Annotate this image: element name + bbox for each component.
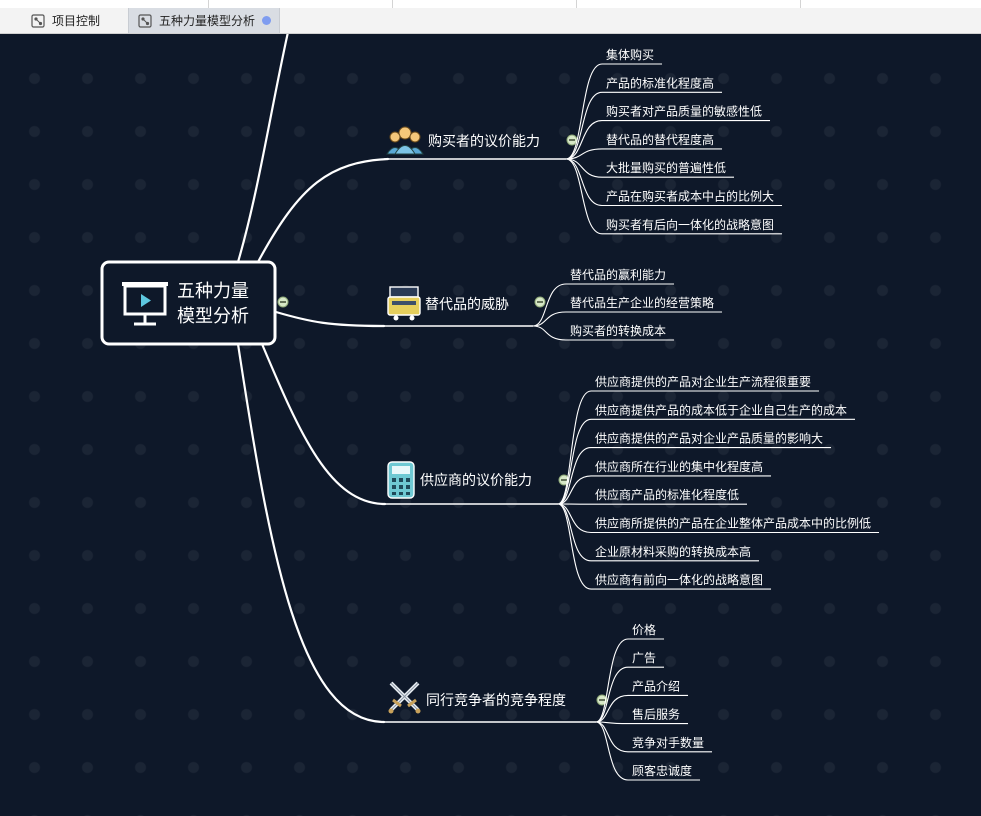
leaf-connector — [532, 311, 567, 327]
leaf-node[interactable]: 产品的标准化程度高 — [606, 75, 714, 90]
leaf-node[interactable]: 竞争对手数量 — [632, 735, 704, 750]
presentation-board-icon — [122, 282, 168, 326]
tab-label: 项目控制 — [52, 14, 101, 28]
calculator-icon — [387, 461, 415, 499]
branch-label: 供应商的议价能力 — [420, 472, 532, 489]
leaf-connector — [557, 390, 592, 505]
people-group-icon — [386, 126, 424, 155]
leaf-node[interactable]: 广告 — [632, 651, 656, 665]
leaf-connector — [532, 325, 567, 341]
leaf-connector — [557, 418, 592, 505]
leaf-connector — [595, 694, 629, 723]
mindmap-doc-icon — [138, 13, 152, 28]
leaf-connector — [565, 63, 603, 160]
leaf-node[interactable]: 替代品的替代程度高 — [606, 132, 714, 147]
branch-label: 替代品的威胁 — [425, 297, 509, 313]
mindmap-doc-icon — [31, 13, 45, 28]
leaf-connector — [595, 721, 629, 781]
branch-label: 购买者的议价能力 — [428, 134, 540, 150]
branch-label: 同行竞争者的竞争程度 — [426, 692, 566, 709]
leaf-node[interactable]: 售后服务 — [632, 707, 680, 722]
leaf-node[interactable]: 企业原材料采购的转换成本高 — [595, 544, 751, 559]
leaf-connector — [595, 638, 629, 723]
leaf-nodes: 集体购买产品的标准化程度高购买者对产品质量的敏感性低替代品的替代程度高大批量购买… — [532, 47, 880, 781]
branch-connectors — [236, 34, 390, 724]
branch-collapse-toggle[interactable] — [566, 134, 578, 146]
root-line2: 模型分析 — [177, 306, 249, 327]
crossed-swords-icon — [388, 681, 421, 714]
leaf-connector — [557, 475, 592, 505]
leaf-node[interactable]: 产品在购买者成本中占的比例大 — [606, 189, 774, 204]
tab-label: 五种力量模型分析 — [159, 14, 256, 28]
leaf-node[interactable]: 替代品生产企业的经营策略 — [570, 295, 714, 310]
leaf-connector — [565, 91, 603, 160]
leaf-connector — [532, 283, 567, 327]
leaf-node[interactable]: 购买者有后向一体化的战略意图 — [606, 217, 774, 232]
leaf-node[interactable]: 购买者对产品质量的敏感性低 — [606, 104, 762, 119]
leaf-connector — [565, 158, 603, 207]
leaf-node[interactable]: 供应商所在行业的集中化程度高 — [595, 459, 763, 474]
leaf-node[interactable]: 价格 — [632, 622, 656, 637]
mindmap-svg: 五种力量 模型分析 购买者的议价能力 — [100, 34, 880, 781]
leaf-connector — [557, 447, 592, 505]
leaf-connector — [557, 503, 592, 590]
leaf-node[interactable]: 替代品的赢利能力 — [570, 267, 666, 282]
tab-bar: 项目控制 五种力量模型分析 — [0, 8, 981, 34]
unsaved-dot-icon — [262, 16, 271, 25]
leaf-node[interactable]: 供应商提供的产品对企业生产流程很重要 — [595, 374, 811, 389]
leaf-node[interactable]: 供应商提供产品的成本低于企业自己生产的成本 — [595, 402, 847, 417]
branch-node-buyers[interactable]: 购买者的议价能力 — [386, 126, 540, 155]
leaf-node[interactable]: 集体购买 — [606, 47, 654, 62]
tab-five-forces[interactable]: 五种力量模型分析 — [128, 8, 280, 33]
leaf-node[interactable]: 大批量购买的普遍性低 — [606, 160, 726, 175]
leaf-connector — [565, 148, 603, 160]
mindmap-canvas[interactable]: 五种力量 模型分析 购买者的议价能力 — [0, 34, 981, 816]
branch-node-substitutes[interactable]: 替代品的威胁 — [387, 286, 509, 321]
leaf-connector — [565, 120, 603, 160]
cash-register-icon — [387, 286, 421, 321]
leaf-group: 集体购买产品的标准化程度高购买者对产品质量的敏感性低替代品的替代程度高大批量购买… — [565, 47, 783, 235]
leaf-node[interactable]: 产品介绍 — [632, 679, 680, 693]
leaf-node[interactable]: 供应商提供的产品对企业产品质量的影响大 — [595, 431, 823, 446]
root-node[interactable]: 五种力量 模型分析 — [100, 260, 277, 346]
leaf-node[interactable]: 供应商有前向一体化的战略意图 — [595, 572, 763, 587]
branch-collapse-toggle[interactable] — [596, 694, 608, 706]
leaf-connector — [595, 721, 629, 753]
leaf-connector — [565, 158, 603, 235]
leaf-node[interactable]: 供应商产品的标准化程度低 — [595, 487, 739, 502]
branch-collapse-toggle[interactable] — [534, 296, 546, 308]
branch-underlines — [384, 158, 596, 723]
leaf-connector — [595, 666, 629, 723]
branch-node-competitors[interactable]: 同行竞争者的竞争程度 — [388, 681, 567, 714]
root-collapse-toggle[interactable] — [277, 296, 289, 308]
branch-node-suppliers[interactable]: 供应商的议价能力 — [387, 461, 532, 499]
leaf-node[interactable]: 购买者的转换成本 — [570, 323, 666, 338]
root-line1: 五种力量 — [177, 281, 249, 302]
tab-project-control[interactable]: 项目控制 — [22, 8, 126, 33]
leaf-node[interactable]: 顾客忠诚度 — [632, 763, 692, 778]
leaf-node[interactable]: 供应商所提供的产品在企业整体产品成本中的比例低 — [595, 516, 871, 531]
leaf-group: 供应商提供的产品对企业生产流程很重要供应商提供产品的成本低于企业自己生产的成本供… — [557, 374, 880, 590]
